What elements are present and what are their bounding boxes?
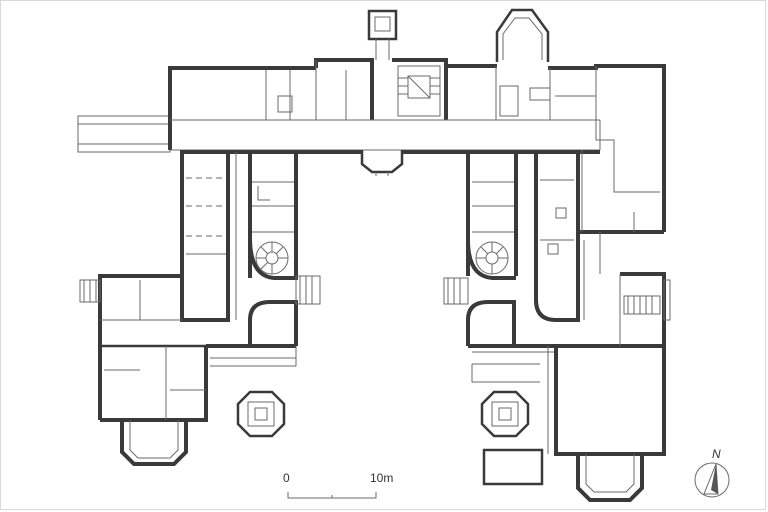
- east-lower-block: [443, 277, 556, 383]
- central-porch: [360, 150, 404, 176]
- entrance-walkway: [77, 115, 171, 153]
- scale-bar: 0 10m: [283, 471, 393, 499]
- north-east-bay: [495, 8, 550, 62]
- north-arrow: N: [694, 447, 730, 498]
- scale-start-label: 0: [283, 471, 290, 485]
- west-spiral-stair: [248, 237, 296, 280]
- east-garden-pavilion: [480, 390, 530, 438]
- east-arm: [466, 152, 585, 322]
- west-arm: [180, 152, 298, 322]
- west-pavilion: [79, 274, 208, 466]
- west-garden-pavilion: [236, 390, 286, 438]
- outbuilding: [482, 448, 544, 486]
- east-pavilion: [547, 346, 666, 502]
- east-spiral-stair: [466, 239, 516, 280]
- north-tower: [367, 9, 398, 60]
- east-block: [578, 66, 664, 234]
- north-wing: [168, 58, 666, 232]
- scale-end-label: 10m: [370, 471, 393, 485]
- west-lower-block: [206, 275, 321, 367]
- north-arrow-label: N: [712, 447, 721, 461]
- east-stair-block: [556, 232, 671, 348]
